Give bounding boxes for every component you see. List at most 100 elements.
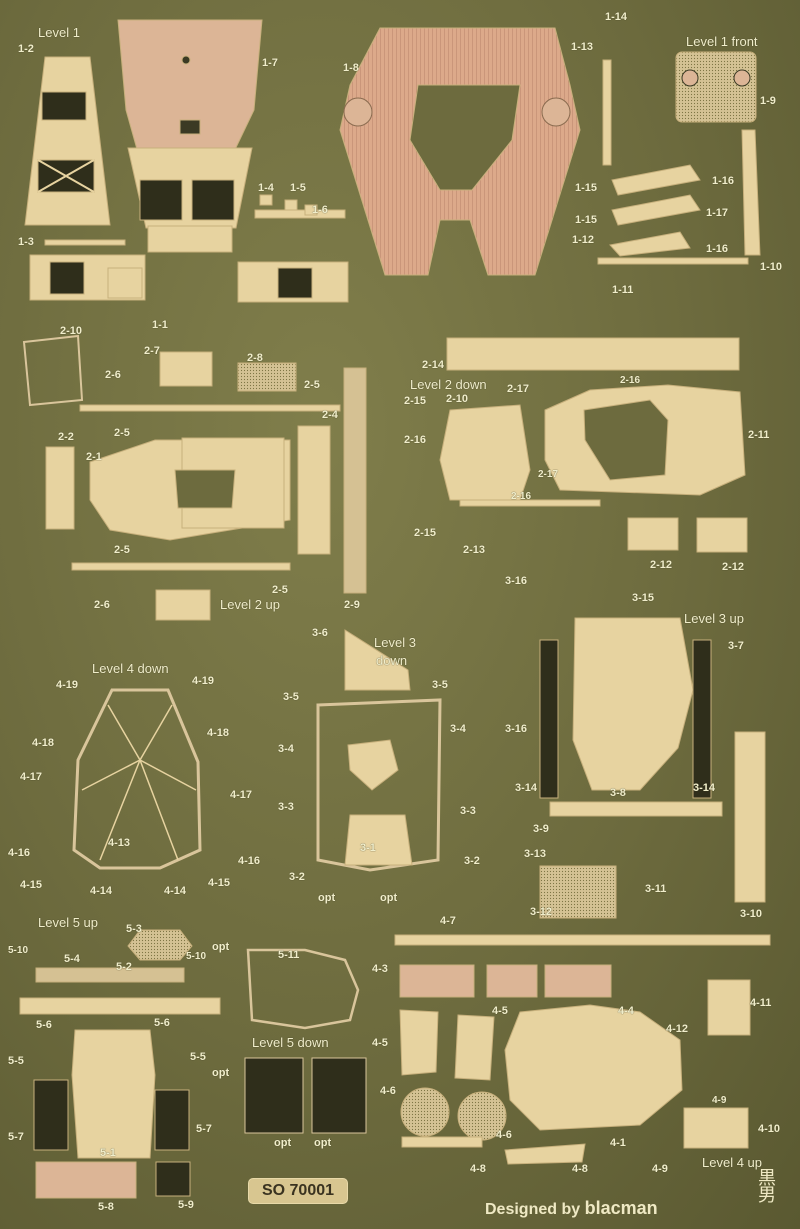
part-label: 3-10 [740,908,763,920]
part-label: 1-16 [706,243,729,255]
part-label: 2-17 [538,469,559,480]
section-title-level-2-down: Level 2 down [410,377,487,392]
section-title-level-3-down-line1: Level 3 [374,635,416,650]
part-label: 4-3 [372,963,388,975]
part-label: 1-11 [612,284,634,296]
part-label: 2-12 [722,561,745,573]
part-label: 1-17 [706,207,729,219]
part-label: 5-6 [154,1017,170,1029]
part-label: 1-15 [575,214,598,226]
part-label: 4-9 [712,1095,727,1106]
part-label: 3-5 [432,679,448,691]
part-label: 2-5 [304,379,320,391]
part-label: 4-5 [372,1037,388,1049]
part-label: 2-13 [463,544,486,556]
part-label: 4-9 [652,1163,668,1175]
part-label: 2-5 [272,584,288,596]
part-label: 4-7 [440,915,456,927]
opt-label: opt [380,892,398,904]
part-label: 2-16 [511,491,532,502]
part-label: 2-1 [86,451,102,463]
opt-label: opt [318,892,336,904]
part-label: 2-16 [404,434,427,446]
designer-credit: Designed by blacman [485,1198,658,1219]
part-label: 1-15 [575,182,598,194]
part-label: 4-13 [108,837,131,849]
part-label: 2-7 [144,345,160,357]
part-label: 3-4 [278,743,294,755]
section-title-level-1-front: Level 1 front [686,34,758,49]
part-label: 2-14 [422,359,445,371]
part-label: 2-8 [247,352,263,364]
part-label: 3-15 [632,592,655,604]
part-label: 2-16 [620,375,641,386]
part-label: 5-11 [278,949,300,961]
part-label: 3-16 [505,575,528,587]
section-title-level-1: Level 1 [38,25,80,40]
part-label: 3-7 [728,640,744,652]
part-label: 5-2 [116,961,132,973]
section-title-level-3-down-line2: down [376,653,408,668]
part-label: 4-12 [666,1023,689,1035]
part-label: 3-3 [460,805,476,817]
part-label: 1-2 [18,43,34,55]
level4-parts [72,688,771,1165]
part-label: 4-19 [56,679,79,691]
opt-label: opt [212,1067,230,1079]
part-label: 4-8 [572,1163,588,1175]
part-label: 2-10 [446,393,469,405]
part-label: 4-14 [90,885,113,897]
part-label: 5-7 [196,1123,212,1135]
part-label: 3-9 [533,823,549,835]
part-label: 5-1 [100,1147,116,1159]
part-label: 4-5 [492,1005,508,1017]
part-label: 4-18 [32,737,55,749]
part-label: 4-17 [230,789,253,801]
section-title-level-2-up: Level 2 up [220,597,280,612]
opt-label: opt [274,1137,292,1149]
section-title-level-5-up: Level 5 up [38,915,98,930]
part-label: 2-17 [507,383,530,395]
part-label: 5-5 [190,1051,206,1063]
maker-logo: 黒男 [758,1168,776,1206]
part-label: 1-12 [572,234,595,246]
part-label: 3-2 [464,855,480,867]
part-label: 4-15 [208,877,231,889]
part-label: 3-6 [312,627,328,639]
part-label: 4-18 [207,727,230,739]
part-label: 4-17 [20,771,43,783]
part-label: 2-5 [114,427,130,439]
part-label: 3-3 [278,801,294,813]
part-label: 5-4 [64,953,80,965]
part-label: 2-15 [404,395,427,407]
part-label: 2-10 [60,325,83,337]
part-label: 5-3 [126,923,142,935]
part-label: 1-7 [262,57,278,69]
part-label: 1-9 [760,95,776,107]
section-title-level-3-up: Level 3 up [684,611,744,626]
part-label: 5-10 [8,945,29,956]
level5-parts [19,929,367,1199]
part-label: 3-4 [450,723,466,735]
part-label: 2-5 [114,544,130,556]
part-label: 4-16 [238,855,261,867]
part-label: 2-9 [344,599,360,611]
part-label: 2-4 [322,409,338,421]
part-label: 5-5 [8,1055,24,1067]
part-label: 4-15 [20,879,43,891]
part-label: 1-10 [760,261,783,273]
part-label: 1-13 [571,41,594,53]
part-label: 4-6 [380,1085,396,1097]
part-label: 2-11 [748,429,770,441]
part-label: 1-4 [258,182,274,194]
part-label: 5-9 [178,1199,194,1211]
part-label: 5-6 [36,1019,52,1031]
part-label: 3-12 [530,906,553,918]
part-label: 4-14 [164,885,187,897]
section-title-level-4-up: Level 4 up [702,1155,762,1170]
part-label: 5-8 [98,1201,114,1213]
part-label: 3-13 [524,848,547,860]
designer-credit-prefix: Designed by [485,1201,581,1218]
part-label: 2-2 [58,431,74,443]
